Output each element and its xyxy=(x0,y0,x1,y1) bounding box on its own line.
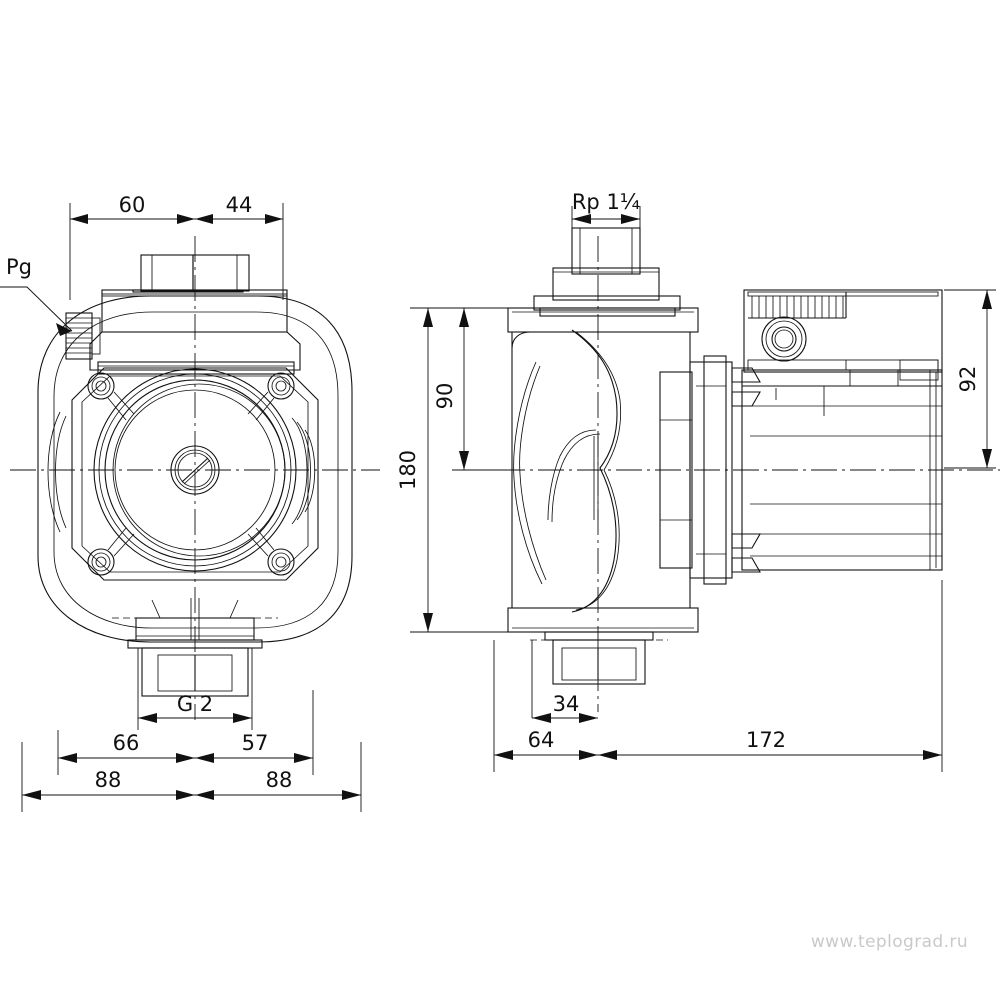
side-top-connection xyxy=(533,227,681,317)
dim-side-90: 90 xyxy=(433,308,520,471)
front-housing-ribs xyxy=(47,411,316,533)
side-cooling-fins xyxy=(748,292,847,319)
dim-front-88-88: 88 88 xyxy=(21,742,362,812)
dim-side-180: 180 xyxy=(396,307,520,633)
dim-front-g2: G 2 xyxy=(137,648,253,730)
front-cable-gland-pg xyxy=(65,312,101,360)
dim-side-34: 34 xyxy=(531,640,598,723)
side-bottom-connection xyxy=(530,631,668,685)
dim-label-88-left: 88 xyxy=(95,768,122,792)
dim-label-44: 44 xyxy=(226,193,253,217)
dim-front-60-44: 60 44 xyxy=(69,193,284,300)
dim-label-64: 64 xyxy=(528,728,555,752)
dim-side-64-172: 64 172 xyxy=(493,580,943,772)
dim-label-92: 92 xyxy=(956,366,980,393)
side-view xyxy=(460,227,1000,712)
dim-label-g2: G 2 xyxy=(177,692,213,716)
dim-label-pg: Pg xyxy=(6,255,32,279)
dim-side-92: 92 xyxy=(944,289,996,469)
dim-label-57: 57 xyxy=(242,731,269,755)
dim-label-rp: Rp 1¼ xyxy=(572,190,640,214)
dim-front-66-57: 66 57 xyxy=(57,690,314,775)
front-bolt-bosses xyxy=(87,372,295,576)
front-motor-flange xyxy=(71,367,319,581)
dim-label-34: 34 xyxy=(553,692,580,716)
dim-label-90: 90 xyxy=(433,383,457,410)
dim-label-180: 180 xyxy=(396,450,420,490)
dim-front-pg-leader: Pg xyxy=(0,255,73,336)
front-view xyxy=(10,236,380,720)
dim-label-172: 172 xyxy=(746,728,786,752)
dim-label-88-right: 88 xyxy=(266,768,293,792)
side-selector-knob[interactable] xyxy=(761,316,807,362)
side-terminal-box xyxy=(743,289,943,381)
dim-side-rp: Rp 1¼ xyxy=(571,190,641,236)
front-terminal-box xyxy=(89,254,301,375)
dim-label-66: 66 xyxy=(113,731,140,755)
dim-label-60: 60 xyxy=(119,193,146,217)
watermark-teplograd: www.teplograd.ru xyxy=(810,932,968,952)
